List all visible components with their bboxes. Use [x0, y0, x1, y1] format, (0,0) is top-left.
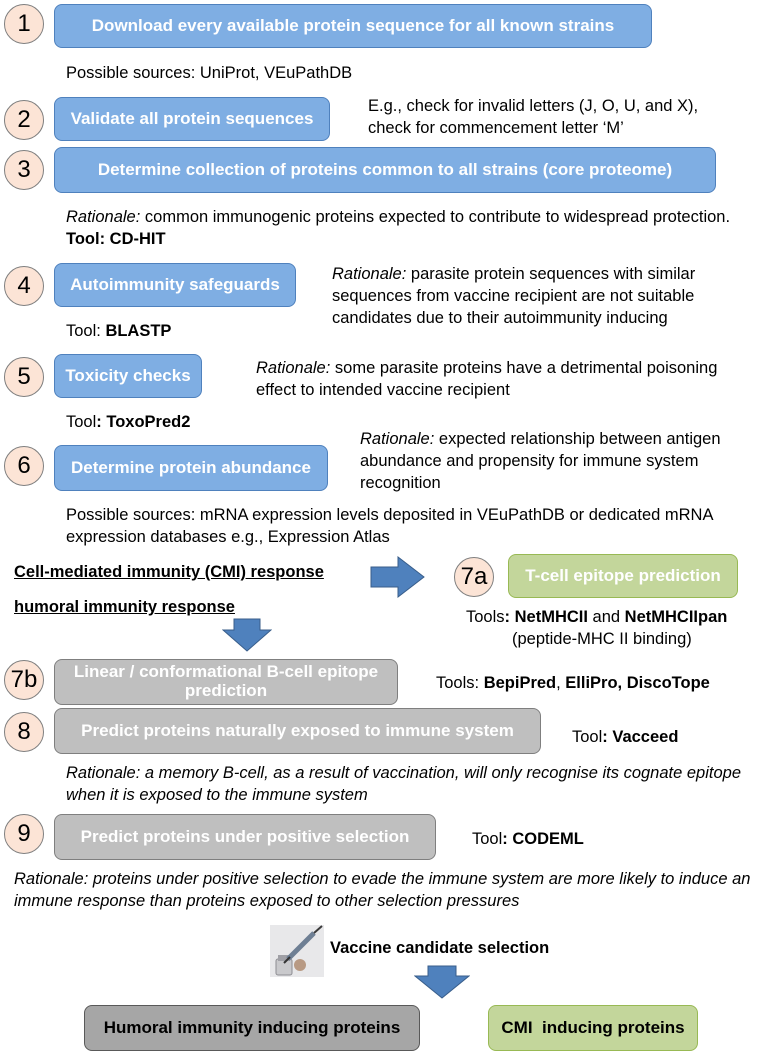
step-number-text: 3: [17, 156, 31, 183]
step-3-box: Determine collection of proteins common …: [54, 147, 716, 193]
tool-4: Tool: BLASTP: [66, 320, 171, 342]
note-4: Rationale: parasite protein sequences wi…: [332, 263, 752, 329]
step-8-label: Predict proteins naturally exposed to im…: [81, 720, 514, 740]
note-6: Rationale: expected relationship between…: [360, 428, 730, 494]
step-5-box: Toxicity checks: [54, 354, 202, 398]
step-number-text: 7b: [10, 666, 38, 693]
tools-7a-sub: (peptide-MHC II binding): [512, 630, 692, 648]
rationale-label: Rationale:: [360, 430, 435, 448]
rationale-text: expected relationship between antigen ab…: [360, 430, 721, 492]
tool-name: BepiPred: [483, 674, 557, 692]
tool-lead: Tools:: [436, 674, 484, 692]
step-number-1: 1: [4, 4, 44, 44]
step-2-label: Validate all protein sequences: [70, 108, 314, 128]
rationale-label: Rationale:: [332, 265, 407, 283]
tool-separator: ,: [556, 674, 566, 692]
rationale-label: Rationale:: [256, 359, 331, 377]
tool-name: ElliPro, DiscoTope: [565, 674, 710, 692]
step-7b-box: Linear / conformational B-cell epitope p…: [54, 659, 398, 705]
humoral-heading: humoral immunity response: [14, 598, 235, 616]
step-number-7a: 7a: [454, 557, 494, 597]
step-4-label: Autoimmunity safeguards: [70, 274, 280, 294]
rationale-8: Rationale: a memory B-cell, as a result …: [66, 764, 742, 804]
tool-name: : NetMHCII: [504, 608, 588, 626]
step-number-5: 5: [4, 357, 44, 397]
note-1: Possible sources: UniProt, VEuPathDB: [66, 64, 353, 82]
rationale-label: Rationale:: [66, 208, 141, 226]
note-5: Rationale: some parasite proteins have a…: [256, 357, 726, 401]
step-4-box: Autoimmunity safeguards: [54, 263, 296, 307]
step-9-label: Predict proteins under positive selectio…: [80, 826, 410, 846]
tool-lead: Tool:: [66, 322, 106, 340]
note-2: E.g., check for invalid letters (J, O, U…: [368, 97, 699, 137]
tool-lead: Tool: [572, 728, 603, 746]
arrow-down-icon: [222, 618, 272, 652]
step-5-label: Toxicity checks: [65, 365, 191, 385]
cmi-heading: Cell-mediated immunity (CMI) response: [14, 563, 324, 581]
rationale-text: common immunogenic proteins expected to …: [140, 208, 731, 226]
step-1-box: Download every available protein sequenc…: [54, 4, 652, 48]
step-1-label: Download every available protein sequenc…: [91, 15, 615, 35]
step-9-box: Predict proteins under positive selectio…: [54, 814, 436, 860]
step-number-9: 9: [4, 814, 44, 854]
humoral-outcome-label: Humoral immunity inducing proteins: [103, 1017, 401, 1037]
step-number-8: 8: [4, 712, 44, 752]
tools-7a: Tools: NetMHCII and NetMHCIIpan: [466, 606, 766, 628]
step-number-text: 4: [17, 272, 31, 299]
step-number-7b: 7b: [4, 660, 44, 700]
step-6-box: Determine protein abundance: [54, 445, 328, 491]
step-number-text: 5: [17, 363, 31, 390]
humoral-outcome-box: Humoral immunity inducing proteins: [84, 1005, 420, 1051]
step-number-3: 3: [4, 150, 44, 190]
tools-7b: Tools: BepiPred, ElliPro, DiscoTope: [436, 672, 710, 694]
step-6-label: Determine protein abundance: [71, 457, 311, 477]
rationale-text: some parasite proteins have a detrimenta…: [256, 359, 718, 399]
step-2-box: Validate all protein sequences: [54, 97, 330, 141]
step-number-text: 8: [17, 718, 31, 745]
tool-8: Tool: Vacceed: [572, 726, 678, 748]
tool-lead: Tools: [466, 608, 505, 626]
step-8-box: Predict proteins naturally exposed to im…: [54, 708, 541, 754]
rationale-9: Rationale: proteins under positive selec…: [14, 870, 751, 910]
tool-name: : ToxoPred2: [96, 413, 191, 431]
rationale-text: parasite protein sequences with similar …: [332, 265, 696, 327]
step-number-6: 6: [4, 446, 44, 486]
step-number-2: 2: [4, 100, 44, 140]
step-number-text: 2: [17, 106, 31, 133]
tool-name: Tool: CD-HIT: [66, 230, 166, 248]
step-number-text: 7a: [460, 563, 488, 590]
tool-conjunction: and: [587, 608, 625, 626]
tool-lead: Tool: [66, 413, 97, 431]
note-3: Rationale: common immunogenic proteins e…: [66, 206, 756, 250]
step-7a-box: T-cell epitope prediction: [508, 554, 738, 598]
vaccine-syringe-icon: [270, 925, 324, 977]
step-number-text: 1: [17, 10, 31, 37]
tool-5: Tool: ToxoPred2: [66, 411, 190, 433]
arrow-right-icon: [370, 556, 425, 598]
tool-name: : Vacceed: [602, 728, 679, 746]
tool-name: BLASTP: [105, 322, 172, 340]
tool-name: NetMHCIIpan: [624, 608, 728, 626]
cmi-outcome-box: CMI inducing proteins: [488, 1005, 698, 1051]
step-7a-label: T-cell epitope prediction: [525, 565, 721, 585]
arrow-down-icon: [414, 965, 470, 999]
step-7b-label: Linear / conformational B-cell epitope p…: [73, 662, 379, 700]
step-3-label: Determine collection of proteins common …: [97, 159, 673, 179]
step-number-text: 6: [17, 452, 31, 479]
vaccine-selection-label: Vaccine candidate selection: [330, 939, 550, 957]
tool-9: Tool: CODEML: [472, 828, 584, 850]
note-6-sources: Possible sources: mRNA expression levels…: [66, 506, 713, 546]
step-number-4: 4: [4, 266, 44, 306]
tool-name: : CODEML: [502, 830, 584, 848]
cmi-outcome-label: CMI inducing proteins: [501, 1017, 685, 1037]
tool-lead: Tool: [472, 830, 503, 848]
step-number-text: 9: [17, 820, 31, 847]
